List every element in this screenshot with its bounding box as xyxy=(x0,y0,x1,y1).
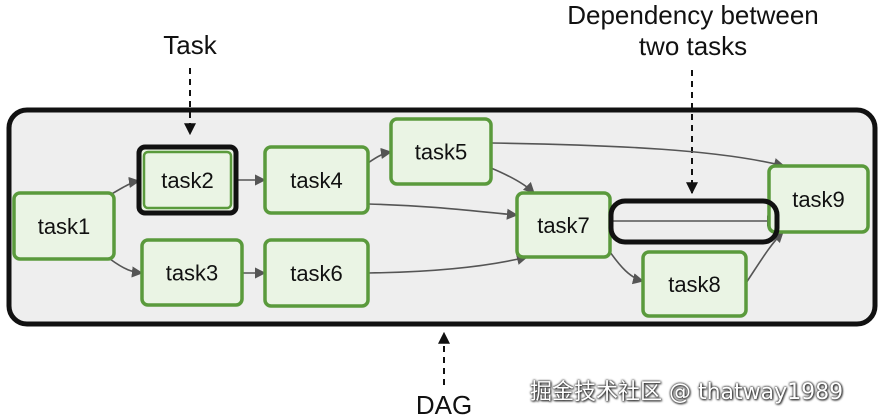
node-task7: task7 xyxy=(515,191,612,259)
node-task4: task4 xyxy=(263,145,370,215)
node-label-task5: task5 xyxy=(415,140,468,165)
edge-task8-task9 xyxy=(745,231,784,284)
node-box-task4 xyxy=(263,145,370,215)
node-box-task5 xyxy=(389,117,493,186)
node-task3: task3 xyxy=(140,238,244,307)
edges-layer xyxy=(109,142,786,285)
node-box-task6 xyxy=(263,238,370,308)
edge-task4-task7 xyxy=(367,203,519,220)
dependency-highlight xyxy=(608,198,780,245)
edge-task5-task7 xyxy=(490,167,535,194)
dependency-annotation-line2: two tasks xyxy=(638,31,748,61)
watermark: 掘金技术社区 @ thatway1989 xyxy=(530,380,844,405)
node-task9: task9 xyxy=(767,164,870,234)
node-task2: task2 xyxy=(136,144,239,216)
node-task6: task6 xyxy=(263,238,370,308)
node-box-task3 xyxy=(140,238,244,307)
edge-task6-task7 xyxy=(367,253,529,274)
dag-annotation: DAG xyxy=(415,390,473,420)
node-inner-border-task2 xyxy=(142,150,233,210)
node-label-task2: task2 xyxy=(161,168,214,193)
node-task5: task5 xyxy=(389,117,493,186)
node-label-task3: task3 xyxy=(166,261,219,286)
node-box-task2 xyxy=(136,144,239,216)
node-label-task6: task6 xyxy=(290,261,343,286)
edge-task1-task3 xyxy=(109,258,144,278)
node-label-task8: task8 xyxy=(668,272,721,297)
edge-task7-task8 xyxy=(609,251,645,285)
nodes-layer: task1 task2 task3 task4 task5 task6 task7 task8… xyxy=(12,117,870,318)
node-box-task1 xyxy=(12,191,116,261)
task-annotation: Task xyxy=(163,30,217,60)
node-label-task9: task9 xyxy=(792,187,845,212)
node-label-task4: task4 xyxy=(290,168,343,193)
node-task1: task1 xyxy=(12,191,116,261)
node-box-task9 xyxy=(767,164,870,234)
node-label-task1: task1 xyxy=(38,214,91,239)
dependency-annotation-line1: Dependency between xyxy=(567,0,819,30)
edge-task5-task9 xyxy=(490,142,786,169)
node-box-task8 xyxy=(641,250,748,318)
node-task8: task8 xyxy=(641,250,748,318)
node-label-task7: task7 xyxy=(537,213,590,238)
